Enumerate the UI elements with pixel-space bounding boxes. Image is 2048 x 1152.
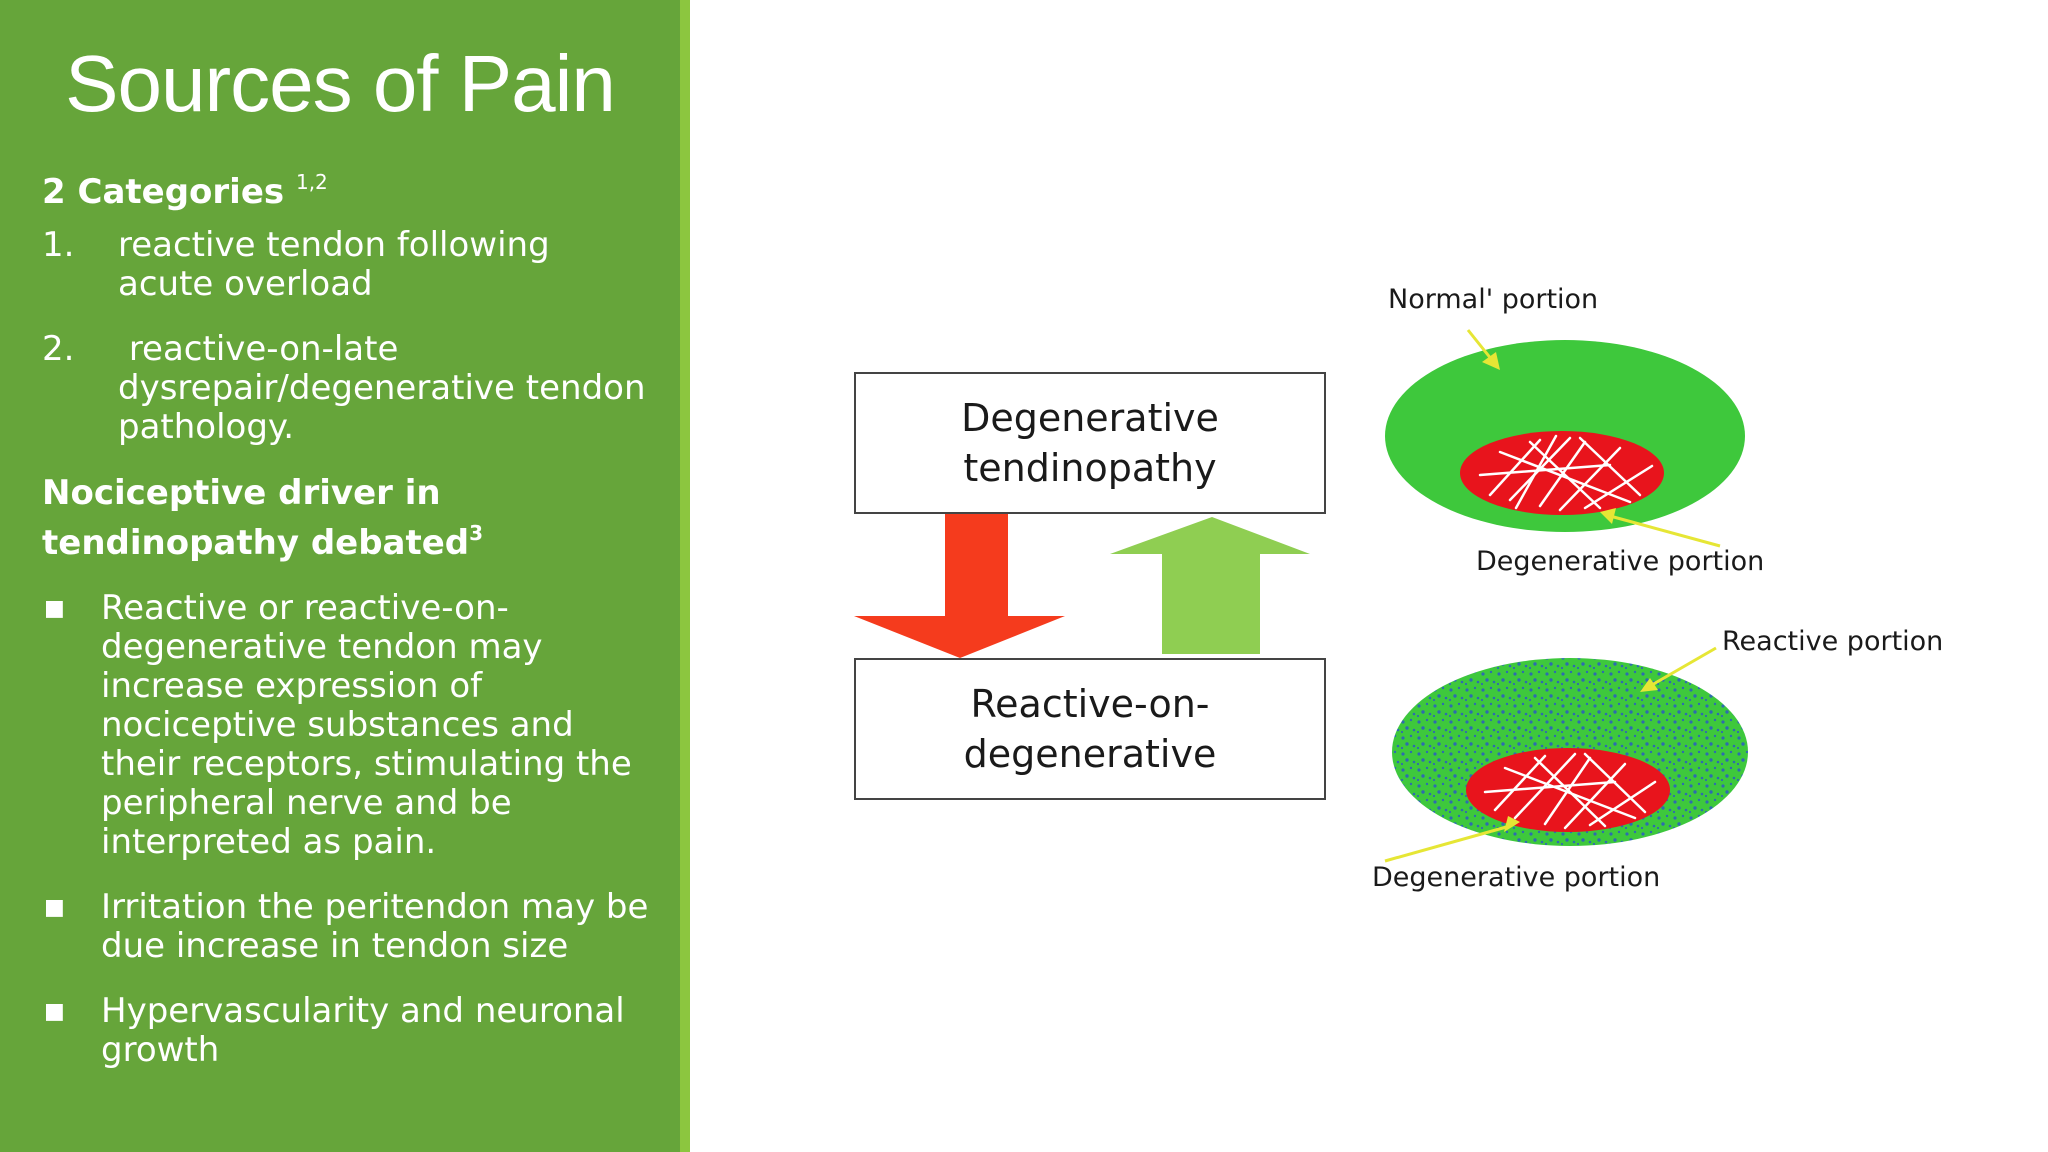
numbered-item-number: 2. <box>42 329 75 369</box>
bullet-text: Irritation the peritendon may be due inc… <box>101 887 649 966</box>
tendinopathy-figure: Degenerative tendinopathy Reactive-on- d… <box>840 270 1970 910</box>
driver-heading-text: Nociceptive driver in tendinopathy debat… <box>42 473 470 563</box>
degenerative-tendinopathy-box: Degenerative tendinopathy <box>854 372 1326 514</box>
box-top-line-1: Degenerative <box>961 396 1219 440</box>
reactive-on-degenerative-box: Reactive-on- degenerative <box>854 658 1326 800</box>
degenerative-portion-label-top: Degenerative portion <box>1476 546 1765 577</box>
slide-title: Sources of Pain <box>65 39 616 128</box>
bullet-text: Reactive or reactive-on-degenerative ten… <box>101 588 632 862</box>
numbered-item-text: reactive tendon following acute overload <box>118 225 550 304</box>
categories-reference: 1,2 <box>295 170 328 194</box>
left-text-panel: Sources of Pain 2 Categories 1,2 1. reac… <box>0 0 680 1152</box>
square-bullet-icon: ■ <box>44 596 65 621</box>
bullet-item-2: ■ Irritation the peritendon may be due i… <box>42 888 654 966</box>
bullet-text: Hypervascularity and neuronal growth <box>101 991 625 1070</box>
reactive-portion-label: Reactive portion <box>1722 626 1944 657</box>
square-bullet-icon: ■ <box>44 999 65 1024</box>
reactive-tendon-illustration <box>1392 658 1748 846</box>
box-bottom-line-1: Reactive-on- <box>970 682 1210 726</box>
numbered-item-text: reactive-on-late dysrepair/degenerative … <box>118 329 657 447</box>
nociceptive-driver-heading: Nociceptive driver in tendinopathy debat… <box>42 473 654 563</box>
bullet-item-1: ■ Reactive or reactive-on-degenerative t… <box>42 589 654 862</box>
degenerative-portion-label-bottom: Degenerative portion <box>1372 862 1661 893</box>
numbered-item-1: 1. reactive tendon following acute overl… <box>42 226 654 304</box>
figure-graphics <box>854 329 1748 863</box>
categories-heading-text: 2 Categories <box>42 172 285 212</box>
down-arrow-icon <box>854 514 1065 658</box>
up-arrow-icon <box>1110 517 1310 654</box>
normal-tendon-illustration <box>1385 340 1745 532</box>
normal-portion-label: Normal' portion <box>1388 284 1599 315</box>
slide-content: 2 Categories 1,2 1. reactive tendon foll… <box>42 162 654 1070</box>
accent-stripe <box>680 0 690 1152</box>
driver-reference: 3 <box>469 521 484 545</box>
box-top-line-2: tendinopathy <box>963 446 1217 490</box>
pointer-arrows <box>1384 329 1721 863</box>
bullet-item-3: ■ Hypervascularity and neuronal growth <box>42 992 654 1070</box>
square-bullet-icon: ■ <box>44 895 65 920</box>
numbered-item-2: 2. reactive-on-late dysrepair/degenerati… <box>42 330 654 447</box>
box-bottom-line-2: degenerative <box>963 732 1217 776</box>
categories-heading: 2 Categories 1,2 <box>42 162 654 212</box>
numbered-item-number: 1. <box>42 225 75 265</box>
